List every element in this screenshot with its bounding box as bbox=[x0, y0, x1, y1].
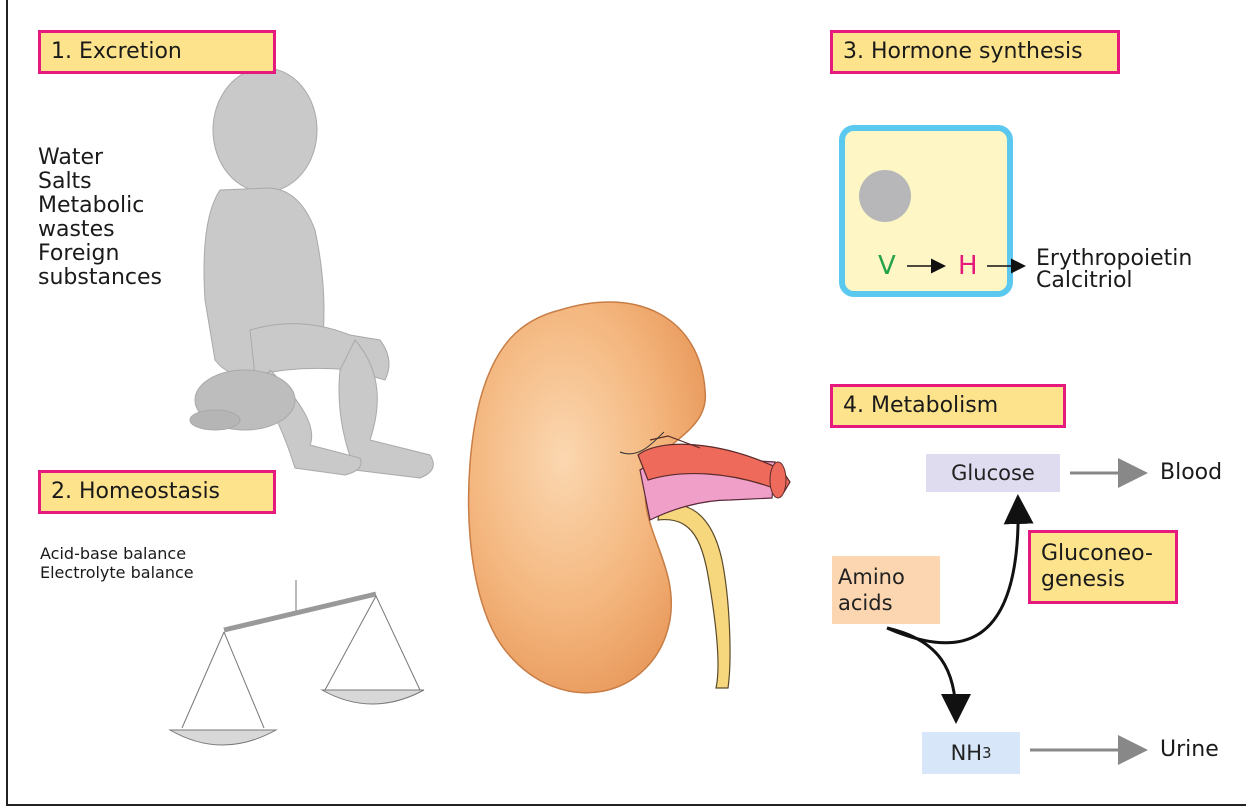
gluconeogenesis-label: Gluconeo- genesis bbox=[1028, 530, 1178, 604]
glucose-box: Glucose bbox=[926, 454, 1060, 492]
excretion-item: Foreign bbox=[38, 242, 162, 266]
gluconeogenesis-line: genesis bbox=[1041, 567, 1125, 593]
section-homeostasis-label: 2. Homeostasis bbox=[38, 470, 276, 514]
balance-scale bbox=[170, 580, 424, 745]
erythropoietin-label: Erythropoietin bbox=[1036, 248, 1192, 270]
calcitriol-label: Calcitriol bbox=[1036, 270, 1192, 292]
excretion-list: Water Salts Metabolic wastes Foreign sub… bbox=[38, 146, 162, 290]
hormone-cell bbox=[842, 128, 1023, 294]
section-hormone-label: 3. Hormone synthesis bbox=[830, 30, 1120, 74]
urine-label: Urine bbox=[1160, 737, 1219, 762]
blood-label: Blood bbox=[1160, 460, 1222, 485]
amino-acids-box: Amino acids bbox=[832, 556, 940, 624]
nh3-subscript: 3 bbox=[982, 745, 991, 762]
section-excretion-label: 1. Excretion bbox=[38, 30, 276, 74]
amino-acids-line: acids bbox=[838, 590, 893, 616]
section-metabolism-label: 4. Metabolism bbox=[830, 384, 1066, 428]
child-illustration bbox=[190, 68, 433, 478]
excretion-item: Water bbox=[38, 146, 162, 170]
excretion-item: wastes bbox=[38, 218, 162, 242]
cell-h-label: H bbox=[958, 251, 978, 281]
nh3-text: NH bbox=[951, 741, 983, 765]
hormone-products: Erythropoietin Calcitriol bbox=[1036, 248, 1192, 292]
kidney-illustration bbox=[469, 302, 790, 693]
excretion-item: Salts bbox=[38, 170, 162, 194]
excretion-item: substances bbox=[38, 266, 162, 290]
homeostasis-item: Electrolyte balance bbox=[40, 563, 194, 582]
excretion-item: Metabolic bbox=[38, 194, 162, 218]
amino-acids-line: Amino bbox=[838, 564, 905, 590]
gluconeogenesis-line: Gluconeo- bbox=[1041, 541, 1153, 567]
homeostasis-item: Acid-base balance bbox=[40, 544, 194, 563]
homeostasis-list: Acid-base balance Electrolyte balance bbox=[40, 544, 194, 582]
cell-v-label: V bbox=[878, 251, 896, 281]
